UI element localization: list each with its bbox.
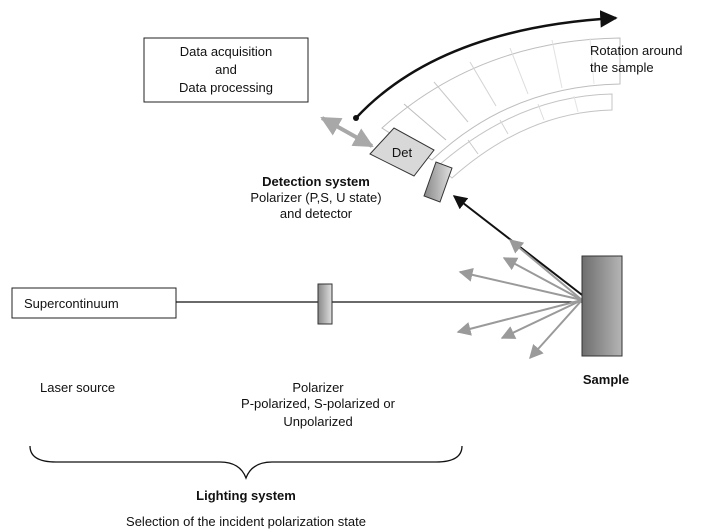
incident-polarizer (317, 283, 333, 325)
detection-system-title: Detection system (262, 174, 370, 189)
scattered-light-arrows (456, 239, 583, 360)
sample-block (581, 255, 623, 357)
rotation-arrow (355, 10, 618, 119)
rotation-start-dot (353, 115, 359, 121)
lighting-system-brace (29, 445, 463, 480)
polarizer-label-line-2: Unpolarized (283, 414, 352, 429)
detection-system-line-2: and detector (280, 206, 353, 221)
polarizer-label-line-1: P-polarized, S-polarized or (241, 396, 396, 411)
detection-system-line-1: Polarizer (P,S, U state) (250, 190, 381, 205)
supercontinuum-label: Supercontinuum (24, 296, 119, 311)
data-acquisition-line-1: Data acquisition (180, 44, 273, 59)
sample-to-detector-arrow (452, 195, 587, 299)
rotation-label-line-2: the sample (590, 60, 654, 75)
lighting-system-label: Lighting system (196, 488, 296, 503)
data-acquisition-line-3: Data processing (179, 80, 273, 95)
detector-block: Det (369, 127, 435, 177)
data-acquisition-box: Data acquisition and Data processing (143, 37, 309, 103)
outer-arc-track (381, 37, 621, 161)
rotation-label-line-1: Rotation around (590, 43, 683, 58)
polarizer-label-title: Polarizer (292, 380, 344, 395)
supercontinuum-box: Supercontinuum (11, 287, 177, 319)
data-link-double-arrow (320, 116, 374, 148)
sample-label: Sample (583, 372, 629, 387)
laser-source-label: Laser source (40, 380, 115, 395)
detector-label: Det (392, 145, 413, 160)
detector-polarizer (423, 161, 453, 203)
selection-label: Selection of the incident polarization s… (126, 514, 366, 529)
data-acquisition-line-2: and (215, 62, 237, 77)
inner-arc-track (437, 93, 613, 179)
